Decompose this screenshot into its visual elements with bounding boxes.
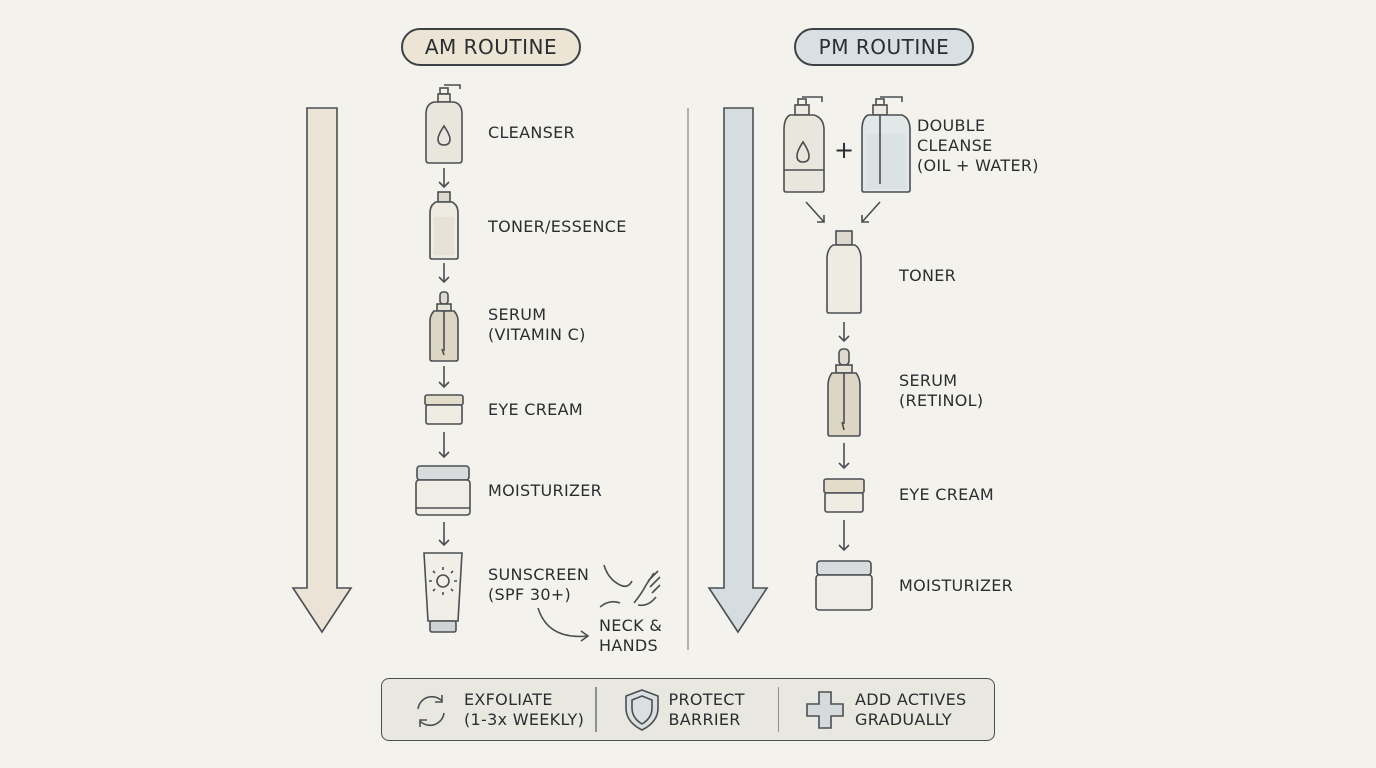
am-step-toner-essence: TONER/ESSENCE: [488, 217, 627, 236]
neck-hands-note: NECK & HANDS: [599, 616, 663, 655]
refresh-arrows-icon: [417, 695, 445, 727]
shield-icon: [624, 689, 659, 731]
am-step-serum: SERUM (VITAMIN C): [488, 305, 586, 344]
tip-protect-barrier-text: PROTECT BARRIER: [668, 689, 745, 729]
oil-cleanser-pump-bottle-icon: [783, 96, 825, 193]
pm-step-serum: SERUM (RETINOL): [899, 371, 984, 410]
am-step-moisturizer: MOISTURIZER: [488, 481, 603, 500]
moisturizer-jar-icon: [415, 465, 471, 516]
tips-divider: [777, 687, 779, 732]
am-step-sunscreen: SUNSCREEN (SPF 30+): [488, 565, 590, 604]
cleanser-pump-bottle-icon: [425, 84, 463, 164]
tip-exfoliate-text: EXFOLIATE (1-3x WEEKLY): [464, 689, 585, 729]
tip-add-actives-text: ADD ACTIVES GRADUALLY: [855, 689, 967, 729]
sunscreen-tube-icon: [423, 552, 463, 633]
pm-toner-bottle-icon: [826, 230, 862, 314]
pm-moisturizer-jar-icon: [815, 560, 873, 611]
am-step-cleanser: CLEANSER: [488, 123, 575, 142]
eye-cream-jar-icon: [424, 394, 464, 425]
pm-step-double-cleanse: DOUBLE CLEANSE (OIL + WATER): [917, 116, 1039, 175]
tip-add-actives: ADD ACTIVES GRADUALLY: [779, 679, 993, 740]
double-cleanse-plus-sign: +: [834, 136, 855, 164]
pm-serum-dropper-icon: [827, 348, 861, 437]
am-step-eye-cream: EYE CREAM: [488, 400, 583, 419]
plus-cross-icon: [806, 691, 844, 729]
pm-eye-cream-jar-icon: [823, 478, 865, 513]
pm-step-moisturizer: MOISTURIZER: [899, 576, 1014, 595]
am-routine-title: AM ROUTINE: [401, 28, 581, 66]
tip-protect-barrier: PROTECT BARRIER: [597, 679, 778, 740]
water-cleanser-pump-bottle-icon: [861, 96, 911, 193]
tips-divider: [595, 687, 597, 732]
pm-step-eye-cream: EYE CREAM: [899, 485, 994, 504]
pm-routine-title: PM ROUTINE: [794, 28, 974, 66]
tips-bar: EXFOLIATE (1-3x WEEKLY) PROTECT BARRIER …: [381, 678, 995, 741]
neck-hands-icon: [599, 564, 661, 608]
toner-bottle-icon: [429, 191, 459, 260]
tip-exfoliate: EXFOLIATE (1-3x WEEKLY): [382, 679, 595, 740]
serum-dropper-icon: [429, 291, 459, 362]
pm-step-toner: TONER: [899, 266, 957, 285]
